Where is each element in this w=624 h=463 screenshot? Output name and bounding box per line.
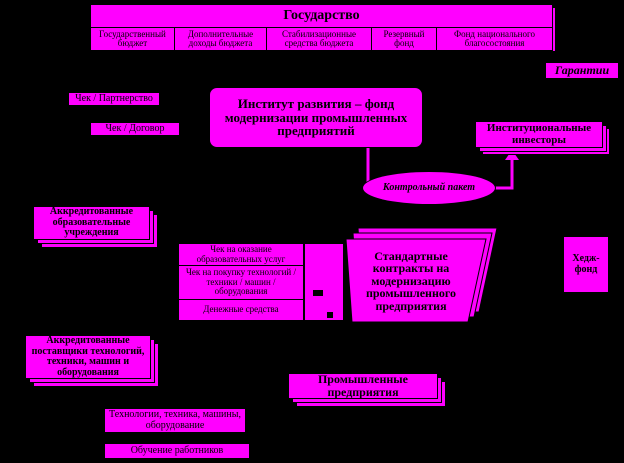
accredited-suppliers: Аккредитованные поставщики технологий, т… — [25, 335, 151, 379]
check-money: Денежные средства — [203, 304, 279, 315]
envelope-icon — [313, 290, 323, 296]
partnership-label: Чек / Партнерство — [68, 92, 160, 106]
checks-table: Чек на оказание образовательных услуг Че… — [178, 243, 304, 321]
institutional-investors: Институциональные инвесторы — [475, 121, 603, 148]
accredited-education: Аккредитованные образовательные учрежден… — [33, 206, 150, 240]
investors-arrowhead — [505, 150, 519, 160]
state-item-stabilization: Стабилизационные средства бюджета — [267, 28, 372, 50]
coin-icon — [327, 312, 333, 318]
state-item-reserve: Резервный фонд — [372, 28, 437, 50]
check-technology: Чек на покупку технологий / техники / ма… — [179, 266, 303, 300]
contracts-shape — [345, 238, 487, 323]
guarantees-label: Гарантии — [545, 62, 619, 79]
check-education: Чек на оказание образовательных услуг — [179, 244, 303, 266]
state-items: Государственный бюджет Дополнительные до… — [90, 27, 553, 51]
development-institute: Институт развития – фонд модернизации пр… — [209, 87, 423, 148]
industrial-enterprises: Промышленные предприятия — [288, 373, 438, 399]
control-to-investors-arrow — [490, 158, 514, 190]
checks-side-panel — [304, 243, 344, 321]
state-item-extra-income: Дополнительные доходы бюджета — [175, 28, 267, 50]
state-item-welfare: Фонд национального благосостояния — [454, 28, 535, 48]
staff-training: Обучение работников — [104, 443, 250, 459]
tech-equipment: Технологии, техника, машины, оборудовани… — [104, 408, 246, 433]
hedge-fund: Хедж-фонд — [563, 236, 609, 293]
control-stake: Контрольный пакет — [362, 171, 496, 205]
standard-contracts: Стандартные контракты на модернизацию пр… — [365, 248, 457, 313]
state-item-budget: Государственный бюджет — [91, 28, 175, 50]
contract-label: Чек / Договор — [90, 122, 180, 136]
state-title: Государство — [90, 4, 553, 28]
